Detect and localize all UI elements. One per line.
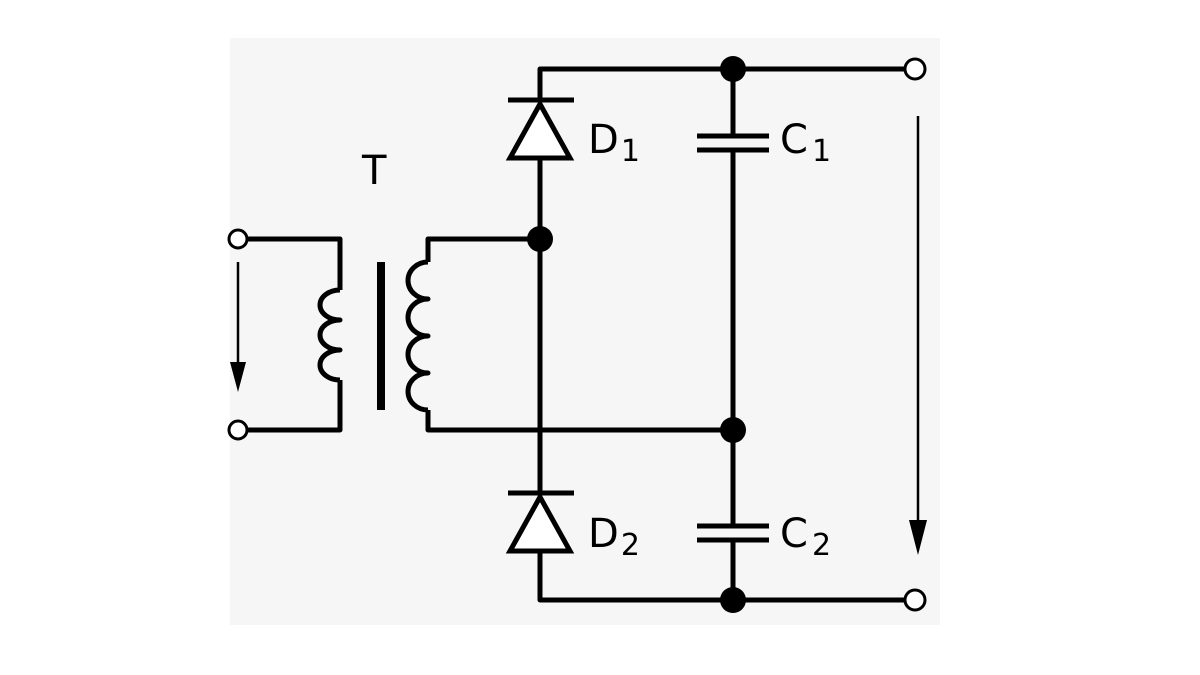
- input-terminal-top: [227, 228, 249, 250]
- transformer-label: T: [361, 148, 387, 194]
- output-terminals: [903, 57, 927, 612]
- diagram-background: [230, 38, 940, 625]
- junction-secondary: [527, 226, 553, 252]
- transformer-primary-winding: [247, 236, 343, 433]
- output-voltage-arrow: [909, 116, 927, 555]
- output-terminal-top: [903, 57, 927, 81]
- junction-bottom: [720, 587, 746, 613]
- output-terminal-bottom: [903, 588, 927, 612]
- transformer-secondary-winding: [405, 236, 733, 433]
- input-terminal-bottom: [227, 419, 249, 441]
- capacitor-c1: [697, 133, 769, 153]
- output-wires: [733, 66, 906, 603]
- diode-d2: [505, 490, 575, 554]
- junction-dots: [527, 56, 746, 613]
- junction-middle: [720, 417, 746, 443]
- junction-top: [720, 56, 746, 82]
- diode-d1-label: D1: [588, 117, 640, 169]
- diode-d1: [505, 97, 575, 161]
- capacitor-c2: [697, 523, 769, 543]
- diode-d2-label: D2: [588, 511, 640, 563]
- diode-column-wire: [537, 66, 733, 603]
- input-voltage-arrow: [230, 262, 246, 392]
